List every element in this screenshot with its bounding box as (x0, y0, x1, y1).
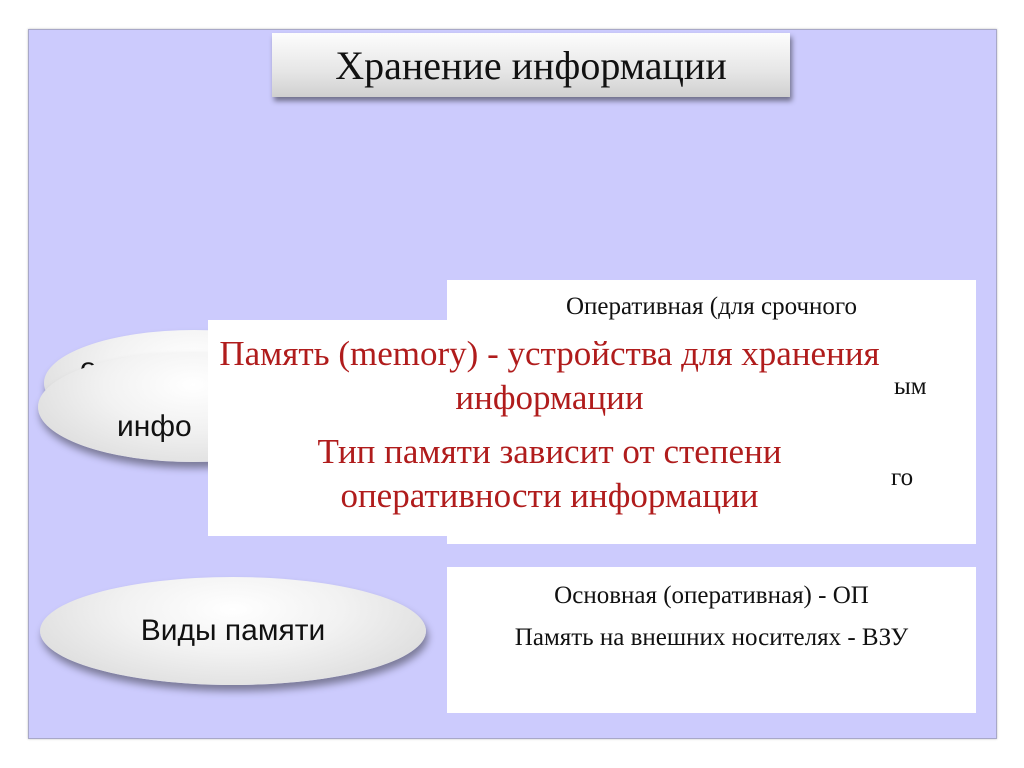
memory-speed-fragment-1: ым (894, 373, 927, 400)
memory-kind-external: Память на внешних носителях - ВЗУ (514, 624, 909, 651)
memory-definition: Память (memory) - устройства для хранени… (219, 334, 880, 417)
slide-title: Хранение информации (272, 33, 790, 97)
speed-oval-front-text: инфо (117, 410, 192, 443)
memory-types-label: Виды памяти (140, 614, 326, 647)
memory-kinds-box: Основная (оперативная) - ОП Память на вн… (447, 567, 976, 713)
memory-kind-main: Основная (оперативная) - ОП (554, 582, 869, 609)
memory-types-oval[interactable]: Виды памяти (40, 577, 426, 685)
memory-speed-fragment-2: го (891, 464, 914, 491)
memory-type-note: Тип памяти зависит от степени оперативно… (317, 432, 782, 515)
slide-title-text: Хранение информации (335, 42, 727, 88)
memory-definition-overlay: Память (memory) - устройства для хранени… (208, 320, 891, 536)
memory-speed-line-1: Оперативная (для срочного (565, 293, 858, 320)
